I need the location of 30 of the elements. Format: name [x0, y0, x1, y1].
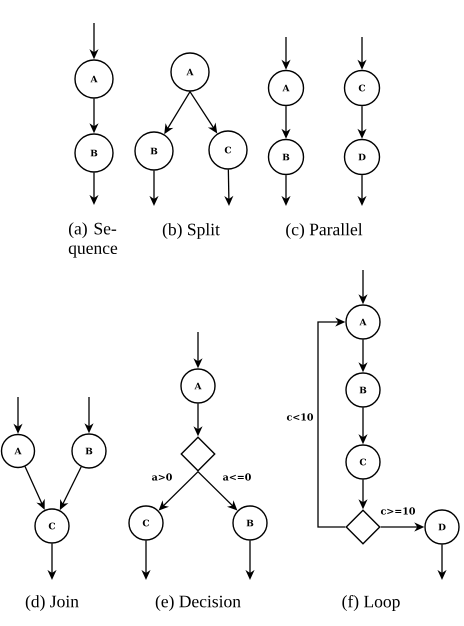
- caption: (d) Join: [26, 595, 79, 611]
- edge-label: c<10: [286, 412, 314, 422]
- caption: (c) Parallel: [286, 223, 362, 239]
- circle-node: B: [345, 372, 381, 408]
- circle-node: A: [180, 368, 216, 404]
- circle-node: B: [232, 505, 268, 541]
- circle-node: C: [34, 508, 70, 544]
- circle-node: A: [268, 70, 304, 106]
- caption: (e) Decision: [156, 595, 241, 611]
- circle-node: C: [345, 444, 381, 480]
- circle-node: A: [345, 304, 381, 340]
- circle-node: D: [424, 509, 460, 545]
- caption: (b) Split: [162, 223, 220, 239]
- circle-node: C: [128, 505, 164, 541]
- edge-label: a>0: [150, 472, 174, 482]
- circle-node: A: [170, 52, 210, 92]
- edge-label: a<=0: [222, 472, 252, 482]
- circle-node: B: [74, 133, 114, 173]
- edge-label: c>=10: [380, 506, 416, 516]
- circle-node: C: [208, 130, 248, 170]
- circle-node: B: [71, 433, 107, 469]
- circle-node: C: [344, 70, 380, 106]
- circle-node: D: [344, 138, 380, 176]
- caption: (a) Se- quence: [68, 222, 118, 258]
- circle-node: A: [0, 434, 36, 468]
- circle-node: B: [134, 131, 174, 171]
- circle-node: B: [268, 138, 304, 176]
- caption: (f) Loop: [342, 594, 400, 612]
- arrow: [317, 317, 346, 528]
- circle-node: A: [74, 59, 114, 99]
